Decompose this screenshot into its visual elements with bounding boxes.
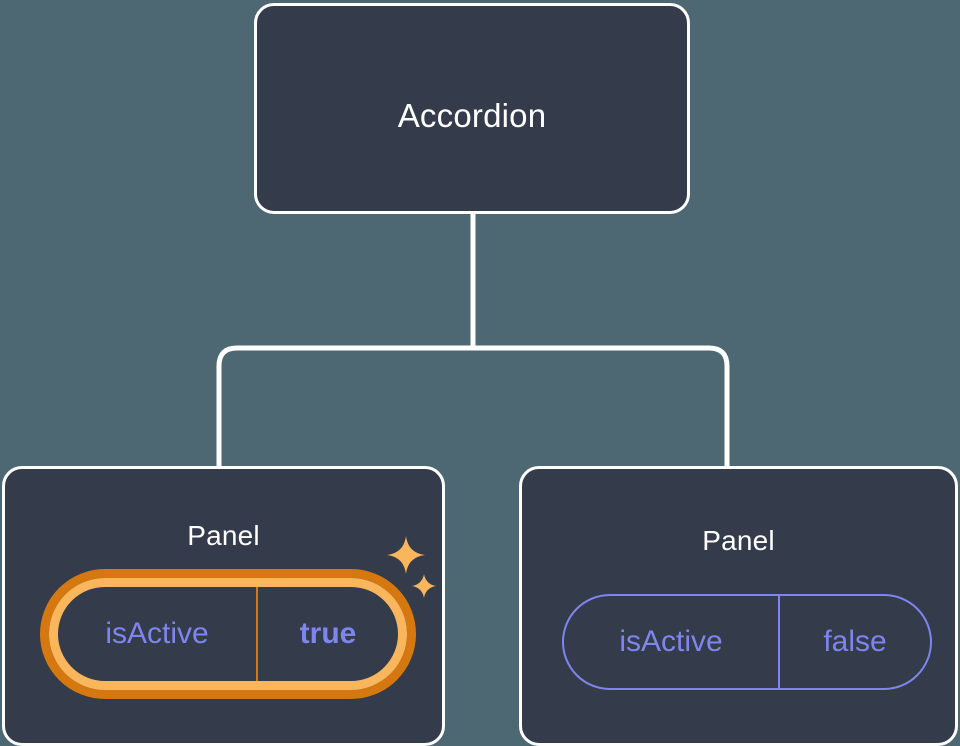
node-accordion-title: Accordion <box>397 97 547 134</box>
prop-value-right: false <box>823 625 887 658</box>
edge-branch-bus <box>216 345 730 470</box>
node-panel-right-title: Panel <box>702 525 775 556</box>
prop-value-left: true <box>299 617 357 650</box>
node-panel-right[interactable]: Panel isActive false <box>519 466 958 746</box>
node-accordion[interactable]: Accordion <box>254 3 690 214</box>
prop-pill-highlighted[interactable]: isActive true <box>40 569 416 699</box>
prop-key-left: isActive <box>58 587 258 681</box>
prop-pill-plain[interactable]: isActive false <box>562 594 932 690</box>
node-panel-left[interactable]: Panel isActive true <box>2 466 445 746</box>
prop-key-right: isActive <box>564 596 780 688</box>
sparkle-small-icon <box>412 574 436 598</box>
highlight-ring-inner: isActive true <box>49 578 407 690</box>
highlight-ring-outer: isActive true <box>40 569 416 699</box>
sparkle-large-icon <box>387 536 425 574</box>
prop-pill-border: isActive false <box>562 594 932 690</box>
node-panel-left-title: Panel <box>187 520 260 551</box>
